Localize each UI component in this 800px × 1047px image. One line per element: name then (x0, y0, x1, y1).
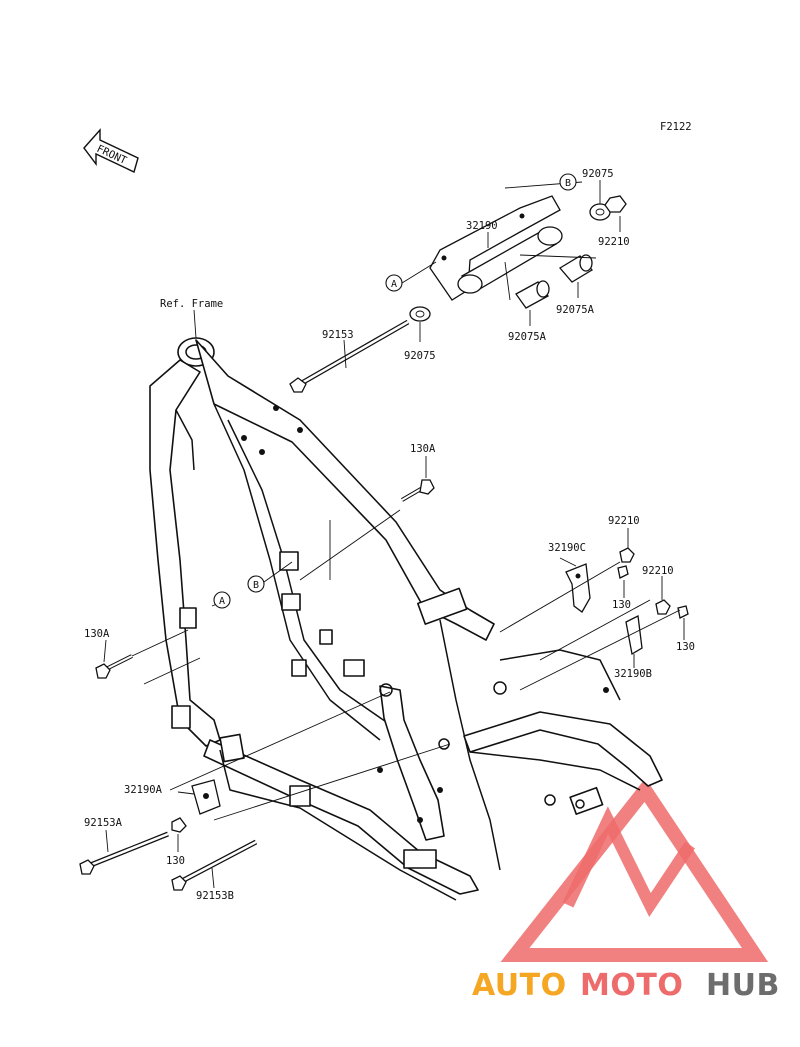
nut-92210-r2 (655, 599, 671, 615)
callout-b-frame: B (247, 575, 265, 593)
label-92075A-left: 92075A (508, 331, 547, 343)
figure-code: F2122 (660, 121, 692, 133)
label-130A-top: 130A (410, 443, 436, 455)
nut-92210-r1 (619, 547, 635, 563)
label-32190B: 32190B (614, 668, 652, 680)
motorcycle-frame (149, 337, 663, 901)
bolt-130A-left (95, 639, 133, 679)
ref-frame-label: Ref. Frame (160, 298, 223, 310)
svg-text:A: A (391, 279, 397, 290)
bushing-92075A-left (515, 280, 550, 309)
callout-b-top: B (559, 173, 577, 191)
bracket-32190A (177, 779, 221, 815)
callout-a-frame: A (213, 591, 231, 609)
nut-92210-top (604, 195, 627, 213)
bracket-32190B (625, 615, 643, 668)
label-130-r2: 130 (676, 641, 695, 653)
bolt-92153B (171, 839, 258, 891)
label-92153: 92153 (322, 329, 354, 341)
svg-text:B: B (253, 580, 259, 591)
callout-a-top: A (385, 274, 403, 292)
wordmark-hub: HUB (706, 968, 780, 1003)
bolt-92153A (79, 829, 169, 875)
label-92210-top: 92210 (598, 236, 630, 248)
bushing-92075A-right (559, 254, 593, 283)
bolt-92153 (289, 319, 410, 393)
bracket-32190 (429, 195, 563, 301)
bolt-130-bottom (171, 817, 187, 852)
svg-text:A: A (219, 596, 225, 607)
label-92075A-right: 92075A (556, 304, 595, 316)
bolt-130A-top (400, 456, 435, 502)
label-130A-left: 130A (84, 628, 110, 640)
label-32190A: 32190A (124, 784, 163, 796)
bolt-130-r2 (677, 605, 689, 640)
bracket-32190C (559, 557, 591, 613)
label-92153A: 92153A (84, 817, 123, 829)
label-92210-r2: 92210 (642, 565, 674, 577)
label-130-bottom: 130 (166, 855, 185, 867)
label-32190: 32190 (466, 220, 498, 232)
washer-92075-mid (409, 306, 431, 322)
front-arrow-icon: FRONT (83, 128, 139, 173)
label-92210-r1: 92210 (608, 515, 640, 527)
label-32190C: 32190C (548, 542, 586, 554)
label-92075-top: 92075 (582, 168, 614, 180)
label-92153B: 92153B (196, 890, 234, 902)
label-92075-mid: 92075 (404, 350, 436, 362)
bolt-130-r1 (617, 565, 629, 598)
automotohub-logo (500, 778, 769, 962)
automotohub-wordmark: AUTO MOTO HUB (472, 968, 780, 1003)
logo-m-mark (562, 806, 695, 917)
label-130-r1: 130 (612, 599, 631, 611)
wordmark-moto: MOTO (580, 968, 683, 1003)
wordmark-auto: AUTO (472, 968, 567, 1003)
svg-text:B: B (565, 178, 571, 189)
